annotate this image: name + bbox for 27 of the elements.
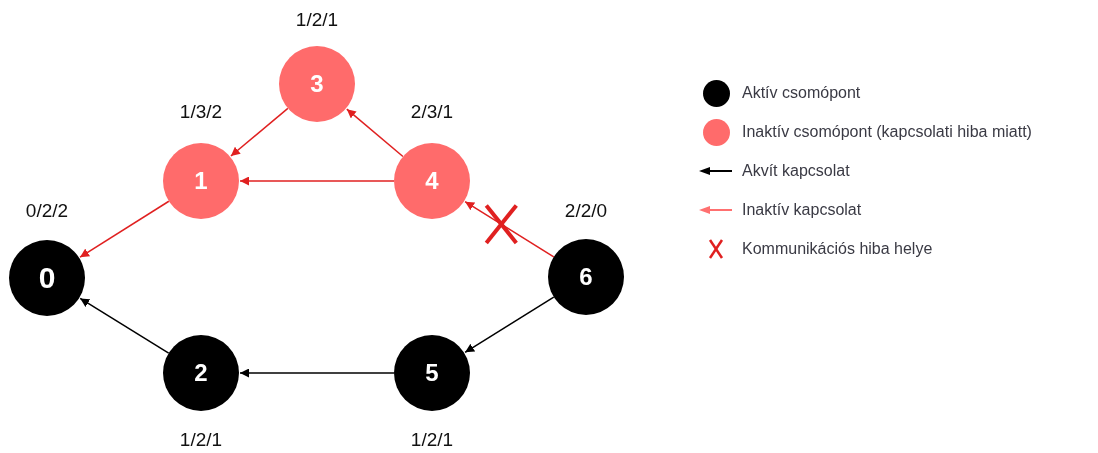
arrow <box>346 108 404 158</box>
arrow <box>464 200 555 258</box>
node-label: 1/3/2 <box>179 101 223 123</box>
node-label: 1/2/1 <box>295 9 339 31</box>
node-label: 2/2/0 <box>564 200 608 222</box>
arrow <box>79 297 170 354</box>
legend-text: Aktív csomópont <box>742 84 861 102</box>
node-number: 5 <box>425 359 439 387</box>
node-label: 0/2/2 <box>25 200 69 222</box>
arrow <box>79 200 170 258</box>
node-number: 6 <box>579 263 593 291</box>
node-number: 3 <box>310 70 324 98</box>
node-number: 2 <box>194 359 208 387</box>
legend-text: Akvít kapcsolat <box>742 162 850 180</box>
node-number: 1 <box>194 167 208 195</box>
arrow <box>239 176 395 186</box>
legend-text: Kommunikációs hiba helye <box>742 240 933 258</box>
arrow <box>230 107 289 157</box>
node-label: 1/2/1 <box>410 429 454 451</box>
node-label: 2/3/1 <box>410 101 454 123</box>
node-number: 0 <box>38 261 56 295</box>
legend-text: Inaktív csomópont (kapcsolati hiba miatt) <box>742 123 1032 141</box>
legend-text: Inaktív kapcsolat <box>742 201 862 219</box>
node-label: 1/2/1 <box>179 429 223 451</box>
node-number: 4 <box>425 167 439 195</box>
arrow <box>464 296 555 354</box>
arrow <box>239 368 395 378</box>
